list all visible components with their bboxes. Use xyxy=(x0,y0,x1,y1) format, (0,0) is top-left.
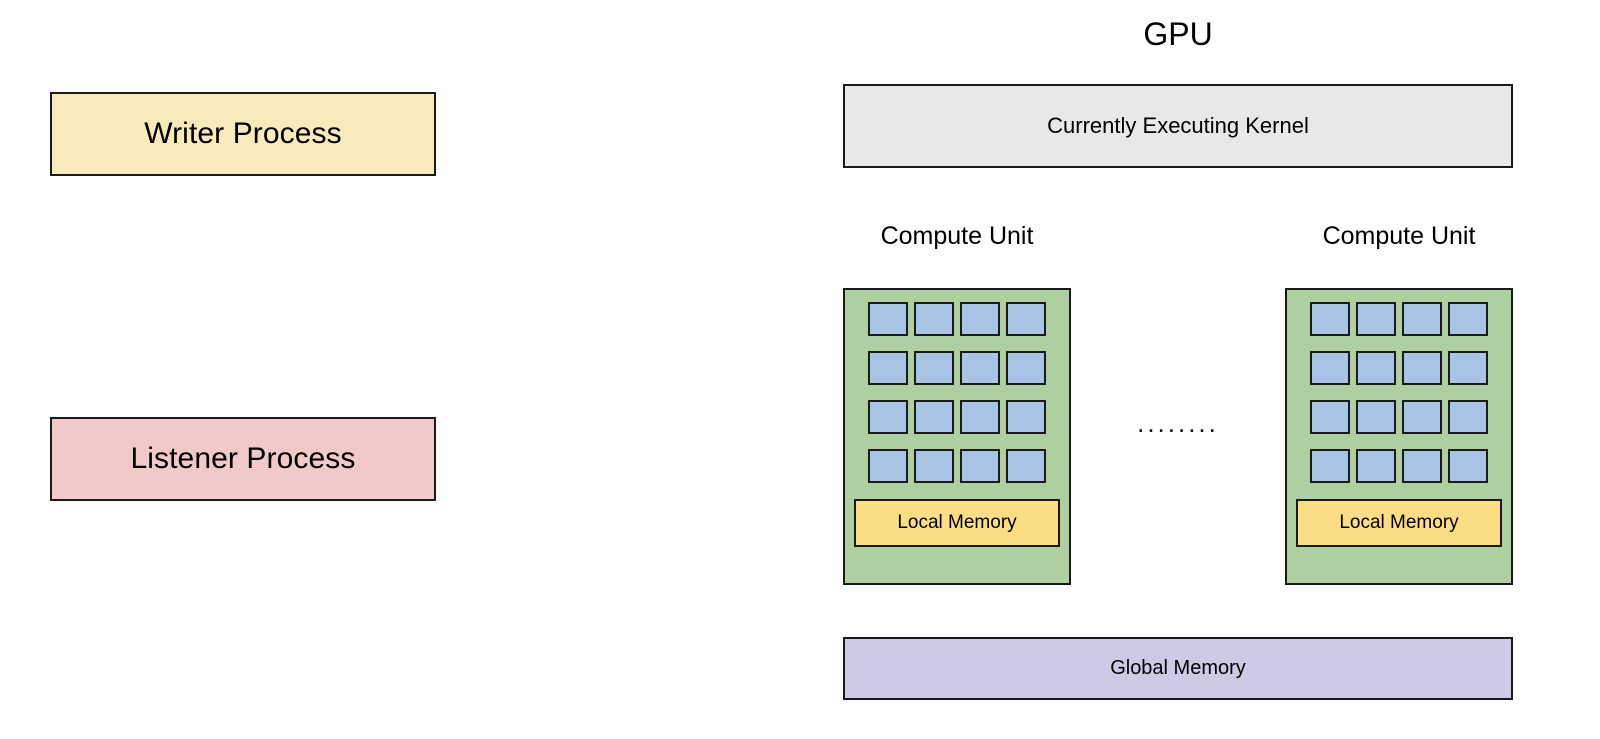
processing-element xyxy=(1006,449,1046,483)
processing-element xyxy=(914,400,954,434)
global-memory-label: Global Memory xyxy=(1110,657,1246,680)
processing-element xyxy=(1006,302,1046,336)
processing-element xyxy=(960,400,1000,434)
compute-unit-0: Local Memory xyxy=(843,288,1071,585)
local-memory-box: Local Memory xyxy=(854,499,1060,547)
processing-element xyxy=(1310,302,1350,336)
gpu-title: GPU xyxy=(843,16,1513,53)
processing-element xyxy=(1356,302,1396,336)
processing-element-grid xyxy=(868,302,1046,483)
local-memory-label: Local Memory xyxy=(1339,512,1458,534)
processing-element xyxy=(1448,302,1488,336)
processing-element xyxy=(1448,400,1488,434)
processing-element xyxy=(914,449,954,483)
processing-element-grid xyxy=(1310,302,1488,483)
processing-element xyxy=(1402,351,1442,385)
processing-element xyxy=(1356,449,1396,483)
processing-element xyxy=(1402,449,1442,483)
processing-element xyxy=(1006,400,1046,434)
processing-element xyxy=(1356,351,1396,385)
writer-process-label: Writer Process xyxy=(144,117,342,152)
processing-element xyxy=(868,351,908,385)
processing-element xyxy=(1448,449,1488,483)
compute-unit-1-label: Compute Unit xyxy=(1285,222,1513,251)
processing-element xyxy=(868,400,908,434)
processing-element xyxy=(960,351,1000,385)
global-memory-box: Global Memory xyxy=(843,637,1513,700)
processing-element xyxy=(914,302,954,336)
compute-unit-0-label: Compute Unit xyxy=(843,222,1071,251)
processing-element xyxy=(1356,400,1396,434)
listener-process-box: Listener Process xyxy=(50,417,436,501)
local-memory-box: Local Memory xyxy=(1296,499,1502,547)
writer-process-box: Writer Process xyxy=(50,92,436,176)
processing-element xyxy=(1310,400,1350,434)
processing-element xyxy=(1310,449,1350,483)
processing-element xyxy=(1402,302,1442,336)
listener-process-label: Listener Process xyxy=(130,442,355,477)
processing-element xyxy=(1448,351,1488,385)
processing-element xyxy=(960,449,1000,483)
processing-element xyxy=(1402,400,1442,434)
kernel-label: Currently Executing Kernel xyxy=(1047,113,1309,138)
compute-unit-1: Local Memory xyxy=(1285,288,1513,585)
currently-executing-kernel-box: Currently Executing Kernel xyxy=(843,84,1513,168)
compute-unit-ellipsis: ........ xyxy=(1073,408,1283,439)
processing-element xyxy=(960,302,1000,336)
processing-element xyxy=(868,449,908,483)
processing-element xyxy=(1310,351,1350,385)
processing-element xyxy=(868,302,908,336)
processing-element xyxy=(1006,351,1046,385)
local-memory-label: Local Memory xyxy=(897,512,1016,534)
processing-element xyxy=(914,351,954,385)
